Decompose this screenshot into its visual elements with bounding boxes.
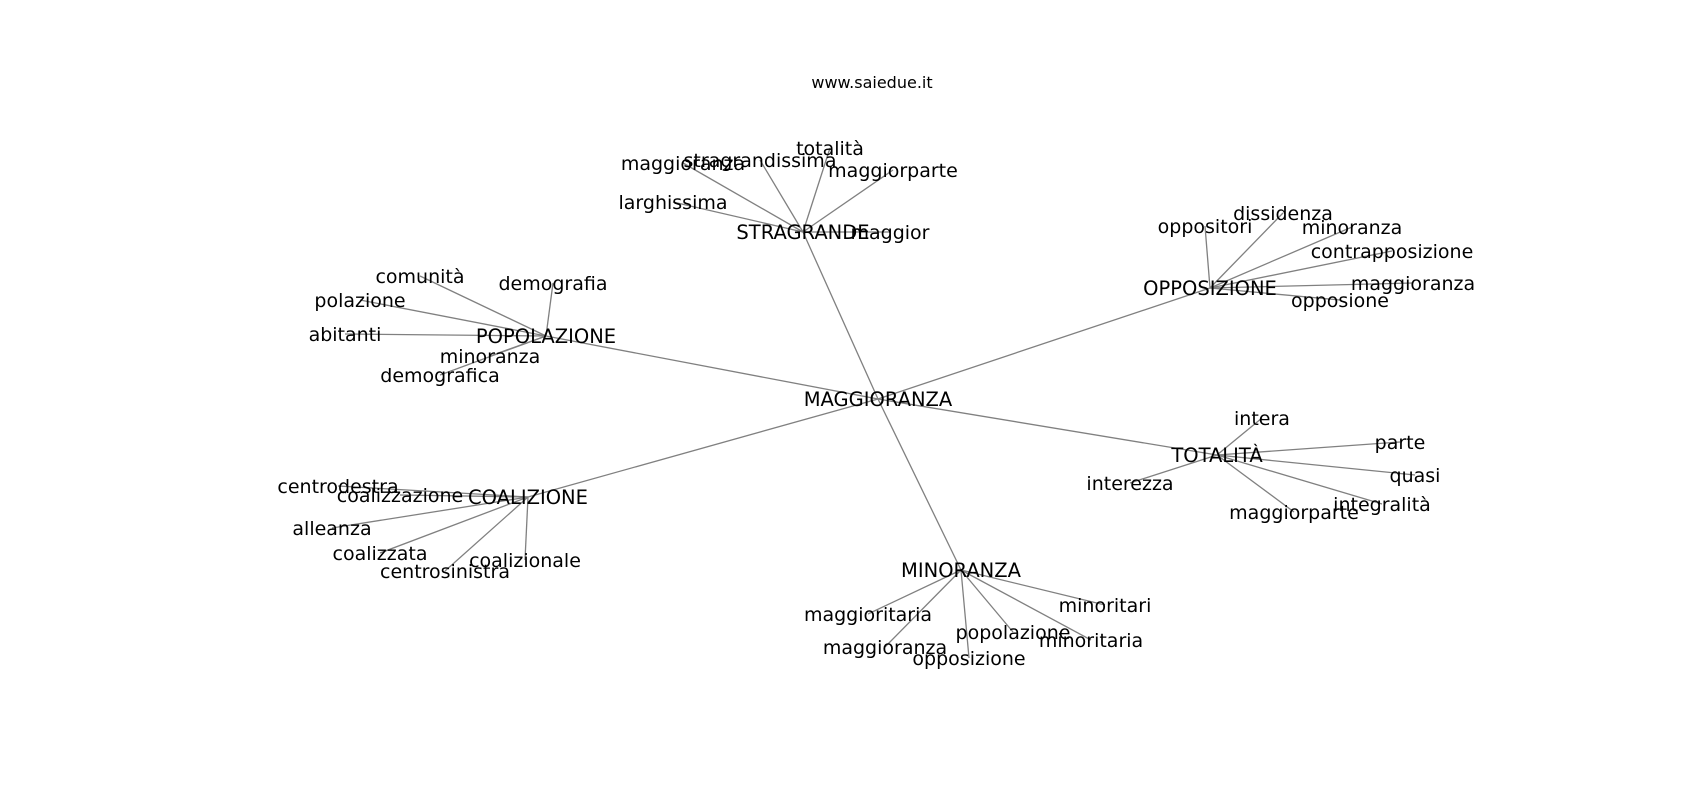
- leaf-node-popolazione-2: polazione: [314, 290, 405, 312]
- leaf-node-coalizione-2: alleanza: [292, 518, 371, 540]
- leaf-node-popolazione-0: comunità: [375, 266, 464, 288]
- leaf-node-coalizione-3: coalizzata: [333, 543, 428, 565]
- edge-coalizione-0: [337, 485, 529, 498]
- hub-node-totalita: TOTALITÀ: [1170, 444, 1263, 467]
- edge-totalita-2: [1129, 454, 1218, 484]
- edge-totalita-5: [1216, 454, 1295, 513]
- edge-minoranza-2: [960, 569, 1014, 633]
- edge-popolazione-0: [419, 275, 547, 337]
- hub-node-stragrande: STRAGRANDE: [736, 221, 869, 244]
- leaf-node-minoranza-3: minoritaria: [1039, 630, 1143, 652]
- leaf-node-totalita-3: quasi: [1390, 465, 1441, 487]
- hub-node-coalizione: COALIZIONE: [468, 486, 588, 509]
- edge-totalita-0: [1216, 417, 1263, 456]
- leaf-node-minoranza-1: maggioritaria: [804, 604, 932, 626]
- edge-totalita-1: [1216, 441, 1401, 456]
- leaf-node-stragrande-1: totalità: [796, 138, 864, 160]
- hub-node-popolazione: POPOLAZIONE: [476, 325, 616, 348]
- root-node-label: MAGGIORANZA: [804, 388, 953, 411]
- edge-stragrande-0: [759, 159, 804, 233]
- edge-minoranza-4: [884, 569, 962, 648]
- edge-coalizione-3: [379, 496, 529, 554]
- hub-node-minoranza: MINORANZA: [901, 559, 1022, 582]
- leaf-node-popolazione-3: abitanti: [309, 324, 382, 346]
- edge-popolazione-5: [439, 335, 547, 376]
- edge-minoranza-3: [960, 569, 1092, 641]
- leaf-node-minoranza-0: minoritari: [1059, 595, 1152, 617]
- leaf-node-stragrande-4: larghissima: [618, 192, 727, 214]
- leaf-node-coalizione-0: centrodestra: [277, 476, 398, 498]
- leaf-node-popolazione-4: minoranza: [440, 346, 541, 368]
- leaf-node-opposizione-3: contrapposizione: [1311, 241, 1474, 263]
- leaf-node-opposizione-2: minoranza: [1302, 217, 1403, 239]
- edge-popolazione-1: [545, 282, 554, 337]
- edge-opposizione-5: [1209, 287, 1341, 301]
- edge-totalita-3: [1216, 454, 1416, 476]
- edge-stragrande-4: [672, 201, 804, 233]
- leaf-node-minoranza-5: opposizione: [912, 648, 1025, 670]
- edge-root-totalita: [877, 398, 1218, 456]
- leaf-node-coalizione-5: centrosinistra: [380, 561, 510, 583]
- edge-opposizione-1: [1204, 225, 1211, 289]
- edge-minoranza-5: [960, 569, 970, 659]
- site-caption: www.saiedue.it: [811, 73, 932, 92]
- edge-stragrande-1: [802, 147, 831, 233]
- leaf-node-stragrande-5: maggior: [851, 222, 930, 244]
- edge-popolazione-3: [344, 333, 547, 337]
- leaf-node-minoranza-4: maggioranza: [823, 637, 947, 659]
- edge-minoranza-0: [960, 569, 1106, 606]
- leaf-node-totalita-2: interezza: [1086, 473, 1173, 495]
- leaf-node-coalizione-1: coalizzazione: [337, 485, 463, 507]
- edge-root-minoranza: [877, 398, 962, 571]
- leaf-node-popolazione-5: demografica: [380, 365, 499, 387]
- leaf-node-coalizione-4: coalizionale: [469, 550, 581, 572]
- leaf-node-stragrande-3: maggiorparte: [828, 160, 958, 182]
- hub-node-opposizione: OPPOSIZIONE: [1143, 277, 1277, 300]
- edge-root-popolazione: [545, 335, 879, 400]
- edge-root-coalizione: [527, 398, 879, 498]
- edge-opposizione-0: [1209, 212, 1284, 289]
- edge-stragrande-3: [802, 169, 894, 233]
- edge-stragrande-2: [682, 162, 804, 233]
- leaf-node-popolazione-1: demografia: [498, 273, 607, 295]
- leaf-node-totalita-0: intera: [1234, 408, 1290, 430]
- leaf-node-stragrande-0: stragrandissima: [684, 150, 837, 172]
- edge-opposizione-4: [1209, 282, 1414, 289]
- leaf-node-totalita-5: maggiorparte: [1229, 502, 1359, 524]
- leaf-node-opposizione-0: dissidenza: [1233, 203, 1333, 225]
- edge-totalita-4: [1216, 454, 1383, 505]
- edge-coalizione-5: [444, 496, 529, 572]
- leaf-node-minoranza-2: popolazione: [956, 622, 1071, 644]
- edge-coalizione-1: [399, 494, 529, 498]
- edge-coalizione-4: [524, 496, 529, 561]
- edge-minoranza-1: [867, 569, 962, 615]
- labels-layer: MAGGIORANZA STRAGRANDE stragrandissimatota…: [277, 138, 1475, 670]
- leaf-node-stragrande-2: maggioranza: [621, 153, 745, 175]
- edge-root-opposizione: [877, 287, 1211, 400]
- edge-opposizione-2: [1209, 226, 1353, 289]
- leaf-node-opposizione-4: maggioranza: [1351, 273, 1475, 295]
- leaf-node-totalita-1: parte: [1375, 432, 1426, 454]
- edge-coalizione-2: [331, 496, 529, 529]
- leaf-node-opposizione-5: opposione: [1291, 290, 1389, 312]
- edge-popolazione-2: [359, 299, 547, 337]
- leaf-node-totalita-4: integralità: [1333, 494, 1431, 516]
- leaf-node-opposizione-1: oppositori: [1158, 216, 1253, 238]
- edges-layer: [331, 147, 1416, 659]
- edge-root-stragrande: [802, 231, 879, 400]
- edge-opposizione-3: [1209, 250, 1393, 289]
